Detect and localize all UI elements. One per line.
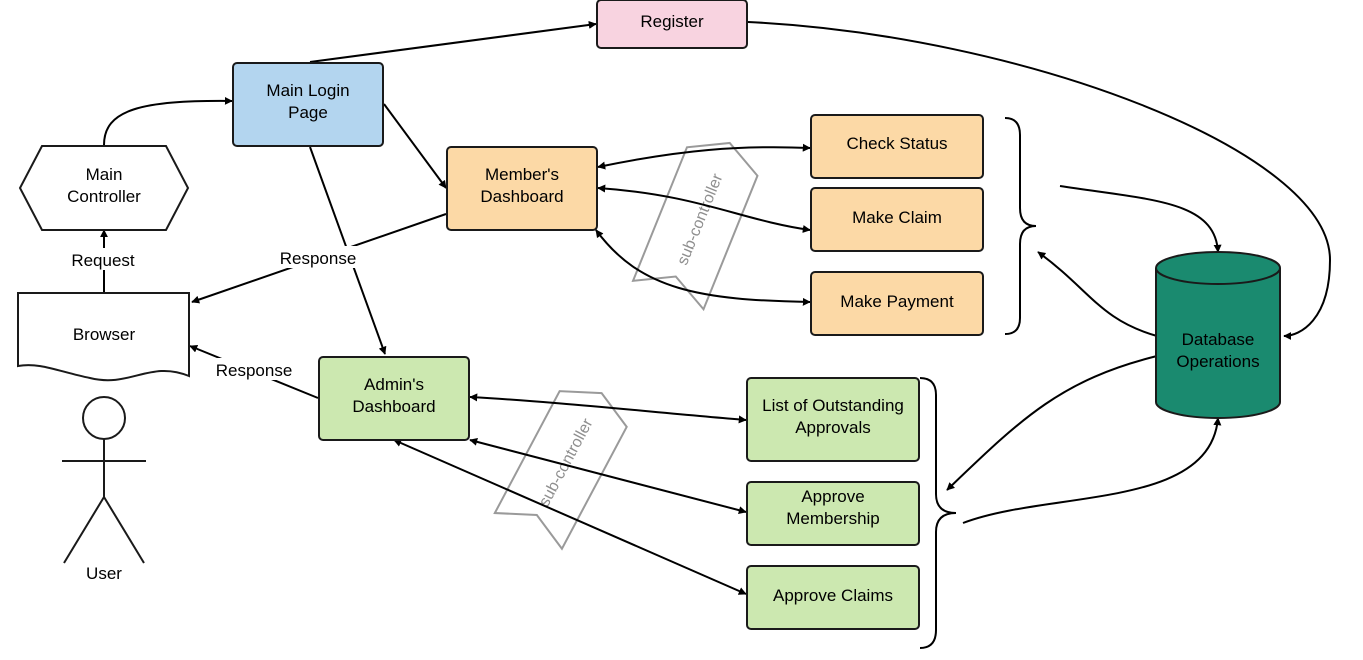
admins-dashboard-label-line1: Admin's (364, 375, 424, 394)
check-status-node[interactable]: Check Status (810, 114, 984, 179)
user-right-leg (103, 496, 145, 564)
main-login-box (232, 62, 384, 147)
make-claim-node[interactable]: Make Claim (810, 187, 984, 252)
edge-register-to-database (747, 21, 1332, 340)
make-payment-box (810, 271, 984, 336)
edge-login-to-register (309, 20, 597, 63)
register-box (596, 0, 748, 49)
edge-admin-outstanding (469, 393, 747, 424)
admins-dashboard-box (318, 356, 470, 441)
brace-member-group (1004, 117, 1037, 335)
database-label-line1: Database (1182, 330, 1255, 349)
approve-membership-node[interactable]: Approve Membership (746, 481, 920, 546)
admins-dashboard-node[interactable]: Admin's Dashboard (318, 356, 470, 441)
sub-controller-watermark-member: sub-controller (631, 141, 759, 312)
edge-admin-membership (469, 437, 747, 515)
main-login-label-line1: Main Login (266, 81, 349, 100)
browser-node[interactable]: Browser (17, 292, 190, 382)
list-outstanding-node[interactable]: List of Outstanding Approvals (746, 377, 920, 462)
check-status-box (810, 114, 984, 179)
make-payment-label: Make Payment (840, 292, 954, 311)
user-head (82, 396, 126, 440)
edge-login-to-member (383, 103, 447, 189)
approve-claims-label: Approve Claims (773, 586, 893, 605)
response-member-label-bg (272, 246, 364, 268)
user-label: User (86, 564, 122, 583)
edge-admin-claims (393, 439, 747, 595)
make-claim-label: Make Claim (852, 208, 942, 227)
main-controller-label-line1: Main (86, 165, 123, 184)
edge-member-makeclaim (597, 184, 811, 233)
members-dashboard-label-line2: Dashboard (480, 187, 563, 206)
database-cylinder-body (1155, 268, 1281, 419)
members-dashboard-box (446, 146, 598, 231)
edge-member-makepayment (595, 229, 811, 306)
approve-membership-box (746, 481, 920, 546)
response-admin-edge-label: Response (216, 361, 293, 380)
main-login-label-line2: Page (288, 103, 328, 122)
request-edge-label: Request (71, 251, 135, 270)
main-login-node[interactable]: Main Login Page (232, 62, 384, 147)
make-claim-box (810, 187, 984, 252)
request-label-bg (62, 248, 146, 270)
register-node[interactable]: Register (596, 0, 748, 49)
main-controller-node[interactable]: Main Controller (18, 145, 190, 231)
brace-admin-group (919, 377, 957, 649)
database-cylinder-top (1155, 251, 1281, 285)
sub-controller-label: sub-controller (536, 415, 597, 509)
edge-member-group-to-database (1059, 185, 1222, 253)
database-label-line2: Operations (1176, 352, 1259, 371)
database-node[interactable]: Database Operations (1155, 251, 1281, 419)
edge-member-checkstatus (597, 143, 811, 170)
browser-document-shape (17, 292, 190, 382)
list-outstanding-label-line2: Approvals (795, 418, 871, 437)
sub-controller-watermark-admin: sub-controller (493, 390, 628, 551)
approve-membership-label-line2: Membership (786, 509, 880, 528)
approve-claims-node[interactable]: Approve Claims (746, 565, 920, 630)
admins-dashboard-label-line2: Dashboard (352, 397, 435, 416)
members-dashboard-node[interactable]: Member's Dashboard (446, 146, 598, 231)
user-actor: User (62, 396, 146, 583)
edge-admin-group-to-database (962, 417, 1222, 524)
user-left-leg (63, 496, 105, 564)
list-outstanding-box (746, 377, 920, 462)
edge-database-to-admin-group (946, 355, 1158, 491)
sub-controller-label: sub-controller (674, 171, 726, 268)
main-controller-hexagon (18, 145, 190, 231)
response-member-edge-label: Response (280, 249, 357, 268)
check-status-label: Check Status (846, 134, 947, 153)
list-outstanding-label-line1: List of Outstanding (762, 396, 904, 415)
browser-label: Browser (73, 325, 136, 344)
approve-claims-box (746, 565, 920, 630)
response-admin-label-bg (208, 358, 300, 380)
make-payment-node[interactable]: Make Payment (810, 271, 984, 336)
register-label: Register (640, 12, 704, 31)
approve-membership-label-line1: Approve (801, 487, 864, 506)
edge-controller-to-login (103, 96, 233, 146)
main-controller-label-line2: Controller (67, 187, 141, 206)
edge-database-to-member-group (1037, 251, 1158, 337)
members-dashboard-label-line1: Member's (485, 165, 559, 184)
edges (100, 20, 1332, 595)
